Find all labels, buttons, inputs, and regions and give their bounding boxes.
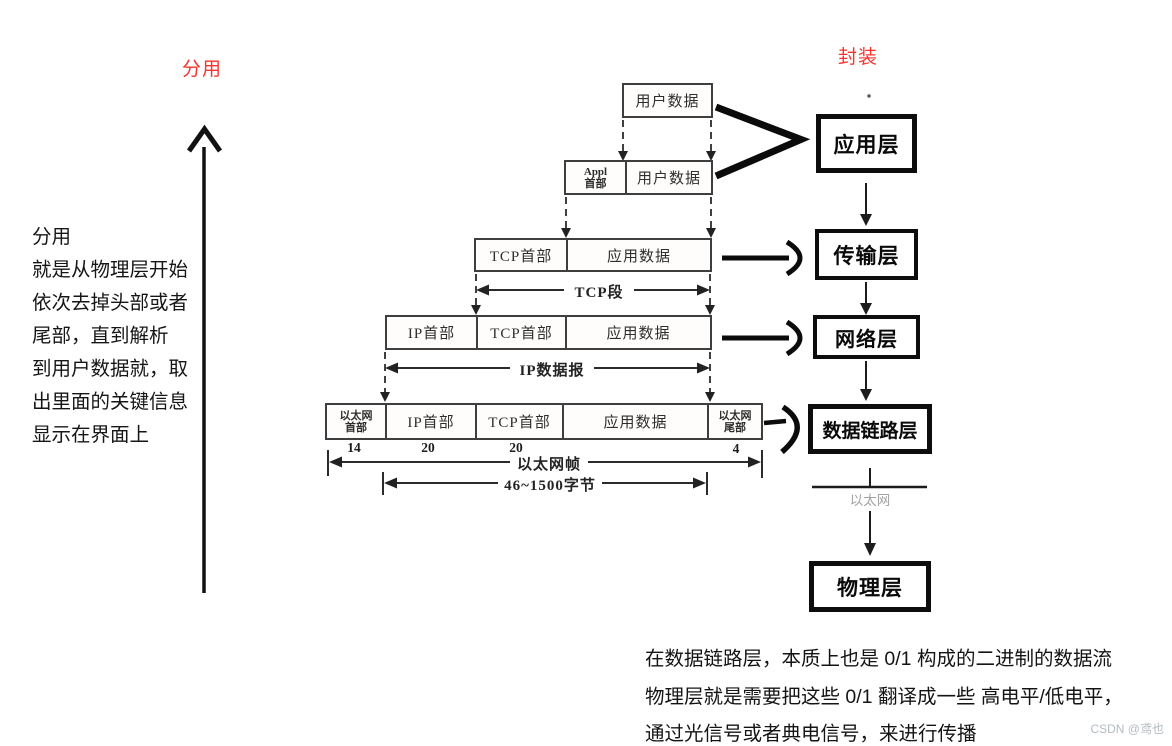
ethernet-medium-label: 以太网: [849, 493, 891, 508]
ethernet-to-physical-arrow: [864, 511, 876, 556]
row3-to-row4-connectors: [475, 274, 711, 305]
network-to-datalink-arrow: [860, 361, 872, 401]
tcp-header-size: 20: [509, 440, 523, 455]
arrowhead-icon: [693, 477, 706, 489]
datalink-to-ethernet-line: [812, 468, 927, 489]
physical-layer-box: 物理层: [809, 561, 931, 612]
ip-datagram-label: IP数据报: [519, 363, 585, 379]
ethernet-frame-label: 以太网帧: [516, 457, 581, 473]
stack-row-ip-datagram: IP首部 TCP首部 应用数据: [385, 315, 712, 350]
demux-description-line: 显示在界面上: [32, 424, 150, 446]
row2-to-row3-connectors: [565, 197, 712, 228]
demux-description-line: 到用户数据就，取: [32, 358, 189, 380]
note-line: 通过光信号或者典电信号，来进行传播: [645, 723, 977, 745]
demux-description-line: 出里面的关键信息: [32, 391, 189, 413]
payload-range-span-arrow: [382, 472, 708, 495]
demux-description-line: 尾部，直到解析: [32, 325, 169, 347]
ip-header-cell: IP首部: [407, 326, 456, 342]
arrowhead-icon: [706, 228, 716, 238]
ethernet-header-line1: 以太网: [339, 409, 373, 422]
transport-to-network-arrow: [860, 282, 872, 315]
transport-layer-box: 传输层: [815, 229, 918, 280]
demux-description: 分用 就是从物理层开始 依次去掉头部或者 尾部，直到解析 到用户数据就，取 出里…: [32, 221, 222, 452]
ethernet-header-size: 14: [347, 440, 361, 455]
demux-up-arrow: [186, 124, 223, 593]
datalink-layer-box: 数据链路层: [808, 404, 932, 454]
stack-row-ethernet-frame: 以太网 首部 IP首部 TCP首部 应用数据 以太网 尾部: [325, 403, 763, 440]
arrowhead-icon: [380, 392, 390, 402]
demux-description-line: 依次去掉头部或者: [32, 292, 189, 314]
arrowhead-icon: [706, 151, 716, 161]
tcp-header-cell: TCP首部: [489, 248, 553, 265]
appl-header-line1: Appl: [583, 165, 608, 178]
app-data-cell: 应用数据: [562, 405, 707, 438]
arrowhead-icon: [384, 477, 397, 489]
arrowhead-icon: [329, 456, 342, 468]
arrowhead-icon: [561, 228, 571, 238]
ethernet-trailer-line2: 尾部: [724, 421, 746, 434]
stack-row-tcp-segment: TCP首部 应用数据: [474, 238, 712, 272]
ip-header-size: 20: [421, 440, 435, 455]
stack-row-user-data: 用户数据: [622, 83, 713, 118]
to-application-layer-chevron: [714, 103, 811, 180]
to-transport-layer-arrow: [722, 239, 803, 277]
appl-header-cell: Appl 首部: [566, 162, 625, 193]
row1-to-row2-connectors: [622, 120, 712, 151]
payload-range-label: 46~1500字节: [504, 478, 596, 494]
arrowhead-icon: [618, 151, 628, 161]
arrowhead-icon: [697, 284, 710, 296]
arrowhead-icon: [385, 362, 398, 374]
note-line: 物理层就是需要把这些 0/1 翻译成一些 高电平/低电平，: [645, 685, 1123, 708]
network-layer-box: 网络层: [813, 315, 920, 359]
tcp-header-cell: TCP首部: [476, 317, 565, 348]
user-data-cell: 用户数据: [635, 94, 700, 110]
app-data-cell: 应用数据: [565, 317, 710, 348]
tcp-header-cell: TCP首部: [475, 405, 562, 438]
arrowhead-icon: [705, 305, 715, 315]
ip-header-cell: IP首部: [385, 405, 475, 438]
demux-description-line: 分用: [32, 226, 72, 248]
demux-description-line: 就是从物理层开始: [32, 259, 189, 281]
application-to-transport-arrow: [860, 183, 872, 226]
arrowhead-icon: [697, 362, 710, 374]
arrowhead-icon: [748, 456, 761, 468]
arrowhead-icon: [476, 284, 489, 296]
ethernet-header-cell: 以太网 首部: [327, 405, 385, 438]
arrowhead-icon: [705, 392, 715, 402]
ethernet-header-line2: 首部: [345, 421, 367, 434]
ethernet-trailer-line1: 以太网: [718, 409, 752, 422]
user-data-cell: 用户数据: [625, 162, 711, 193]
csdn-watermark: CSDN @鸢也: [1090, 722, 1164, 736]
appl-header-line2: 首部: [584, 177, 607, 190]
ethernet-trailer-cell: 以太网 尾部: [707, 405, 761, 438]
physical-layer-notes: 在数据链路层，本质上也是 0/1 构成的二进制的数据流 物理层就是需要把这些 0…: [645, 641, 1123, 746]
note-line: 在数据链路层，本质上也是 0/1 构成的二进制的数据流: [645, 648, 1112, 670]
demultiplexing-title: 分用: [182, 59, 223, 80]
to-network-layer-arrow: [722, 319, 803, 357]
tcp-segment-label: TCP段: [574, 285, 624, 301]
encapsulation-title: 封装: [838, 47, 879, 68]
stray-dot: [867, 94, 871, 98]
row4-to-row5-connectors: [384, 352, 711, 392]
arrowhead-icon: [471, 305, 481, 315]
stack-row-application-message: Appl 首部 用户数据: [564, 160, 713, 195]
app-data-cell: 应用数据: [566, 240, 710, 270]
ethernet-trailer-size: 4: [732, 441, 740, 456]
ethernet-frame-span-arrow: [327, 450, 763, 478]
application-layer-box: 应用层: [816, 114, 917, 173]
to-datalink-layer-arrow: [763, 404, 800, 455]
